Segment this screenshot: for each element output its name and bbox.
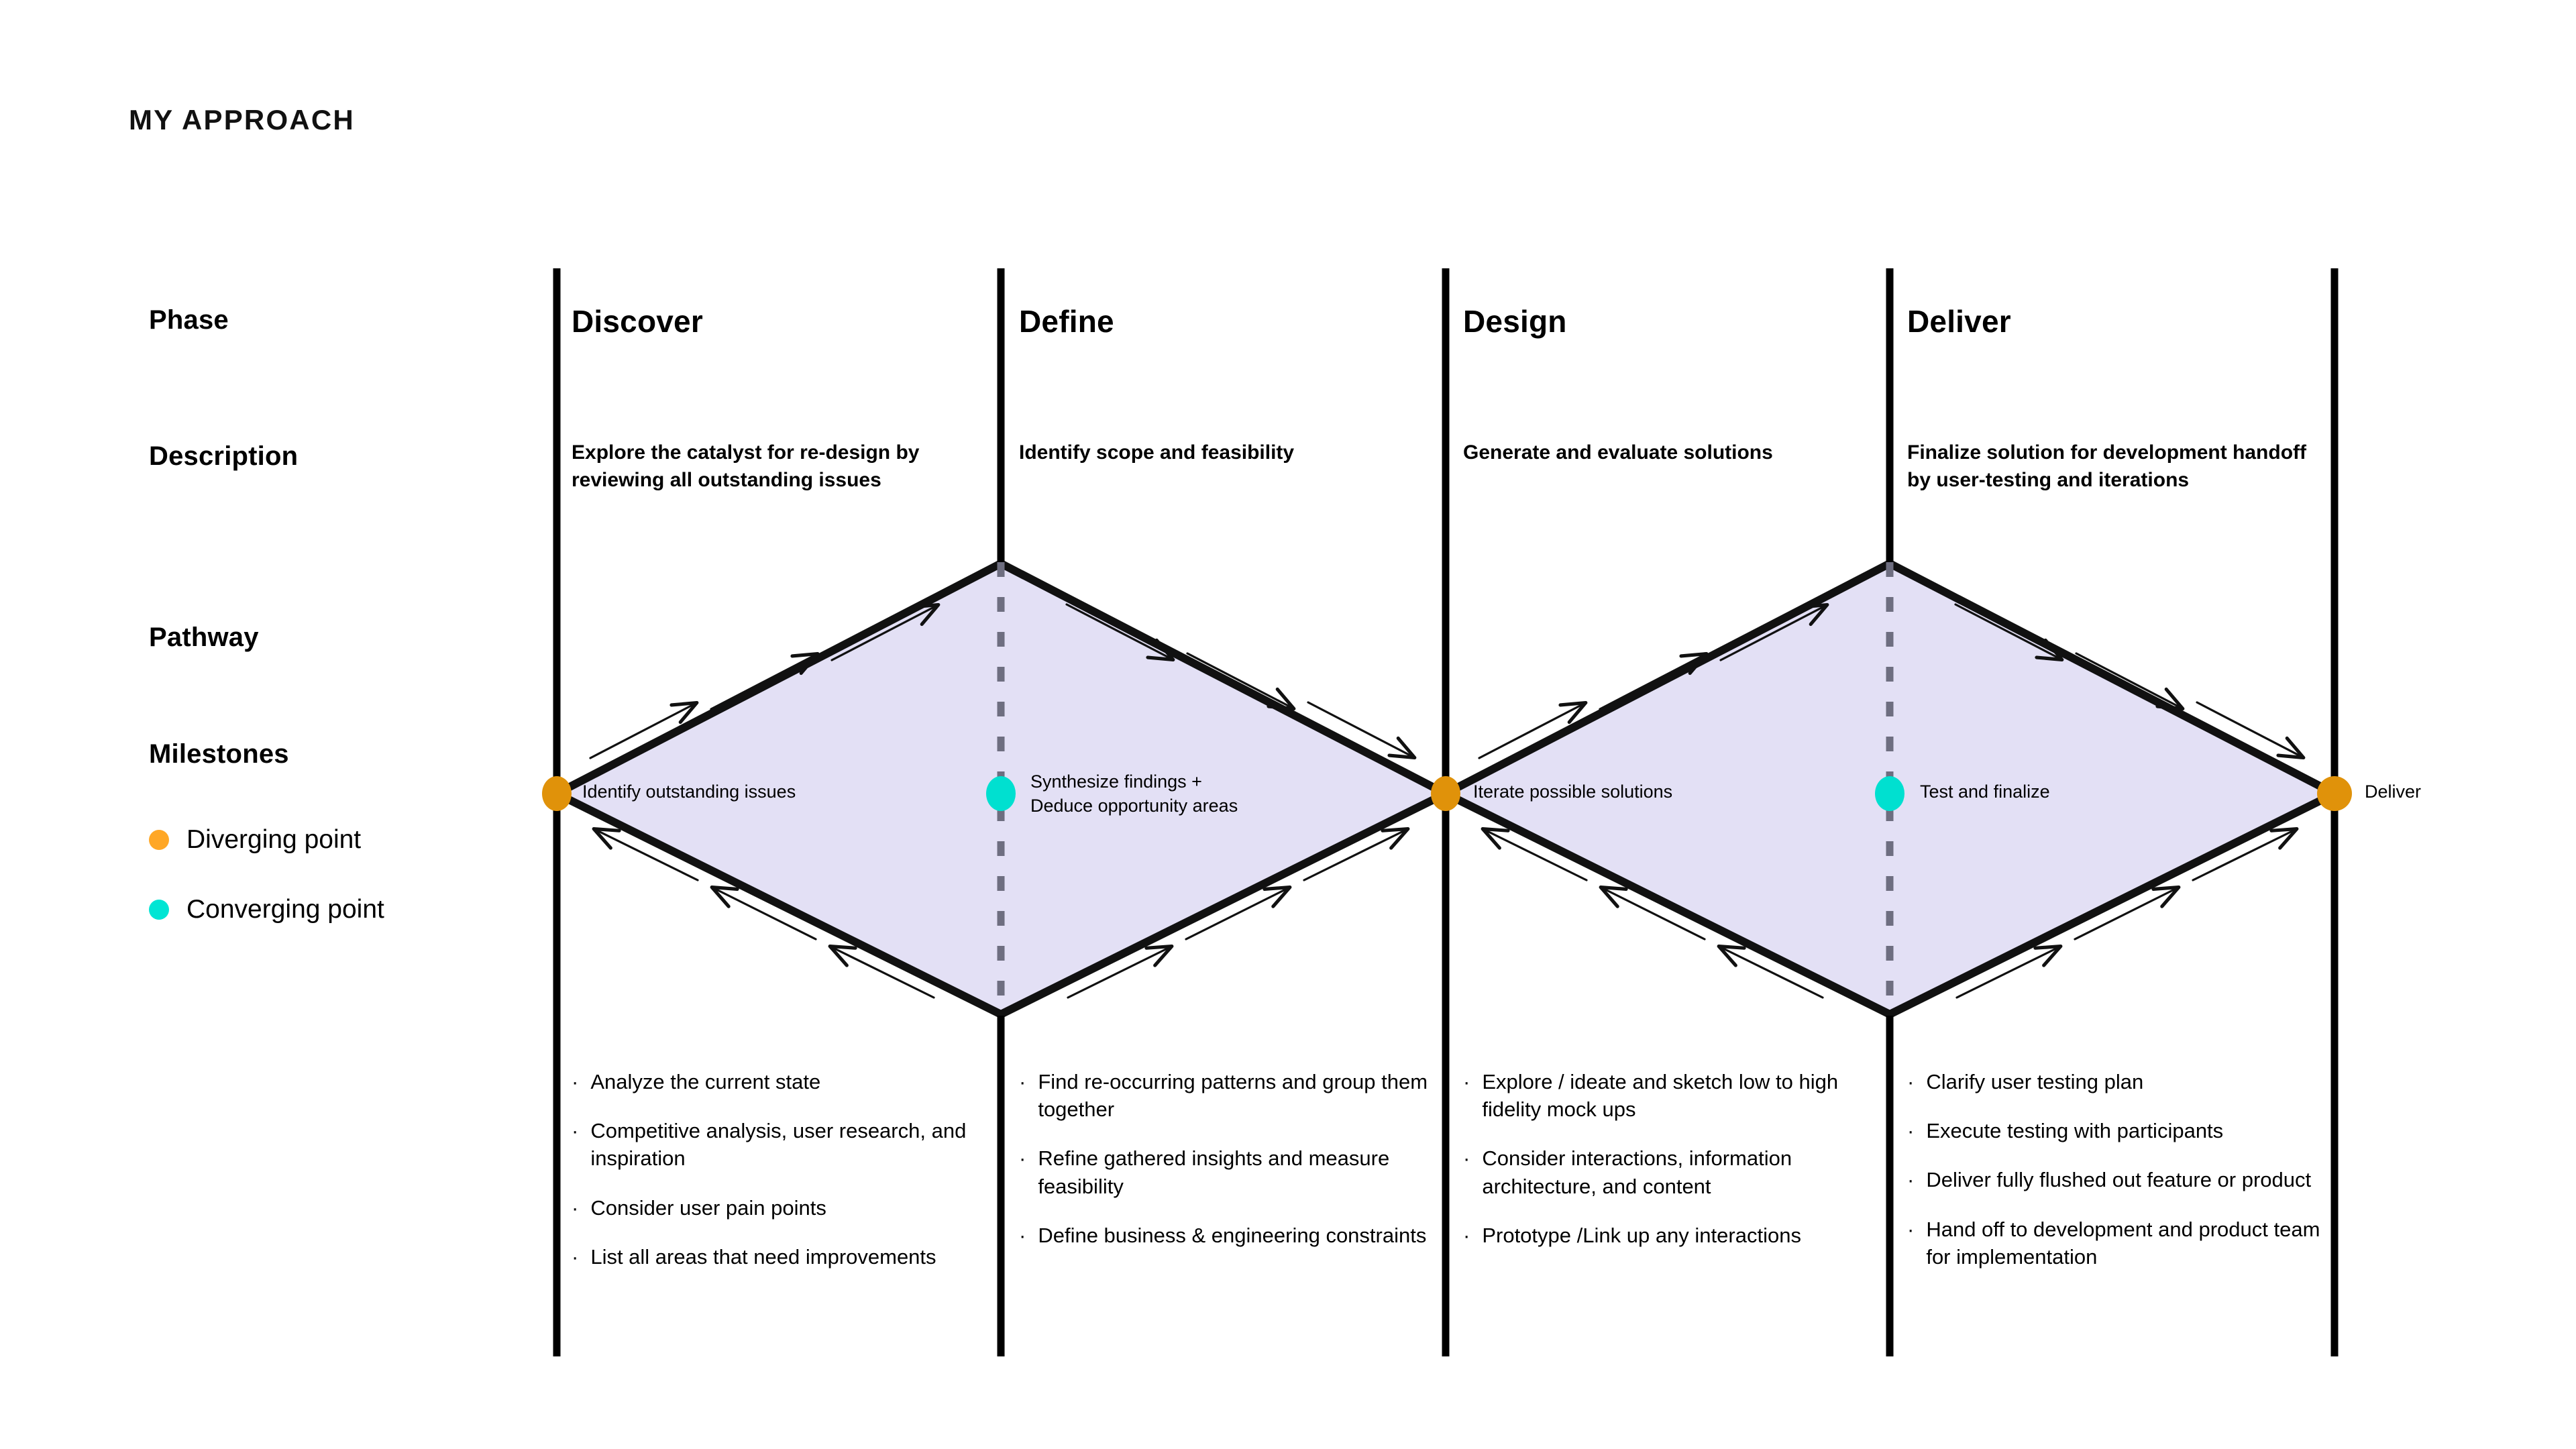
row-label-pathway: Pathway (149, 623, 259, 652)
detail-list-item: · Hand off to development and product tea… (1907, 1216, 2323, 1271)
detail-list-item-text: Competitive analysis, user research, and… (590, 1119, 967, 1171)
detail-list-item: · Deliver fully flushed out feature or pr… (1907, 1166, 2323, 1193)
milestone-label-2: Synthesize findings + Deduce opportunity… (1030, 771, 1238, 816)
detail-list-item: · Explore / ideate and sketch low to high… (1463, 1068, 1879, 1123)
detail-list-item-text: Analyze the current state (590, 1070, 821, 1093)
milestone-label-1: Identify outstanding issues (582, 782, 796, 802)
row-label-phase: Phase (149, 305, 229, 335)
phase-title-discover: Discover (572, 304, 703, 339)
bullet-icon: · (1019, 1223, 1026, 1247)
bullet-icon: · (1907, 1217, 1915, 1241)
page-title: MY APPROACH (129, 104, 355, 136)
bullet-icon: · (572, 1244, 579, 1269)
pathway-arrows-right-lower (1481, 827, 1824, 999)
details-list-define: · Find re-occurring patterns and group th… (1019, 1068, 1435, 1271)
detail-list-item: · Consider interactions, information arch… (1463, 1144, 1879, 1199)
detail-list-item: · Define business & engineering constrain… (1019, 1222, 1435, 1249)
pathway-arrows-right-upper-right (1954, 603, 2306, 760)
milestone-label-4: Test and finalize (1920, 782, 2050, 802)
bullet-icon: · (572, 1195, 579, 1220)
detail-list-item-text: Consider interactions, information archi… (1482, 1146, 1792, 1198)
detail-list-item: · Analyze the current state (572, 1068, 987, 1095)
detail-list-item-text: Clarify user testing plan (1926, 1070, 2144, 1093)
legend-label-converging: Converging point (186, 895, 384, 924)
detail-list-item: · Consider user pain points (572, 1194, 987, 1222)
detail-list-item-text: List all areas that need improvements (590, 1244, 936, 1269)
phase-description-design: Generate and evaluate solutions (1463, 441, 1773, 464)
legend-item-diverging: Diverging point (149, 825, 361, 855)
detail-list-item-text: Deliver fully flushed out feature or pro… (1926, 1168, 2312, 1192)
pathway-arrows-left-lower-right (1067, 827, 1410, 999)
detail-list-item-text: Hand off to development and product team… (1926, 1217, 2320, 1269)
bullet-icon: · (1463, 1146, 1470, 1171)
detail-list-item: · Competitive analysis, user research, an… (572, 1117, 987, 1172)
milestone-node-converging-2 (1875, 776, 1904, 811)
milestone-node-diverging-1 (542, 776, 572, 811)
pathway-arrows-right-lower-right (1955, 827, 2299, 999)
row-label-description: Description (149, 441, 299, 471)
row-label-milestones: Milestones (149, 739, 289, 769)
bullet-icon: · (1907, 1168, 1915, 1192)
detail-list-item-text: Execute testing with participants (1926, 1119, 2224, 1143)
detail-list-item: · Find re-occurring patterns and group th… (1019, 1068, 1435, 1123)
milestone-label-5: Deliver (2365, 782, 2422, 802)
detail-list-item-text: Prototype /Link up any interactions (1482, 1223, 1801, 1247)
detail-list-item: · Prototype /Link up any interactions (1463, 1222, 1879, 1249)
detail-list-item: · List all areas that need improvements (572, 1243, 987, 1271)
phase-description-deliver: Finalize solution for development handof… (1907, 441, 2307, 491)
detail-list-item-text: Define business & engineering constraint… (1038, 1223, 1427, 1247)
bullet-icon: · (572, 1119, 579, 1143)
legend-item-converging: Converging point (149, 895, 384, 924)
pathway-arrows-left-upper (589, 602, 941, 759)
detail-list-item-text: Refine gathered insights and measure fea… (1038, 1146, 1390, 1198)
detail-list-item-text: Find re-occurring patterns and group the… (1038, 1070, 1428, 1122)
phase-title-design: Design (1463, 304, 1567, 339)
cyan-dot-icon (149, 900, 169, 920)
details-list-deliver: · Clarify user testing plan · Execute testi… (1907, 1068, 2323, 1292)
milestone-node-diverging-2 (1431, 776, 1460, 811)
bullet-icon: · (1463, 1223, 1470, 1247)
phase-description-define: Identify scope and feasibility (1019, 441, 1295, 464)
details-list-design: · Explore / ideate and sketch low to high… (1463, 1068, 1879, 1271)
orange-dot-icon (149, 830, 169, 850)
milestone-node-converging-1 (986, 776, 1016, 811)
milestone-label-3: Iterate possible solutions (1473, 782, 1673, 802)
pathway-arrows-left-upper-right (1065, 603, 1417, 760)
phase-description-discover: Explore the catalyst for re-design by re… (572, 441, 920, 491)
phase-title-define: Define (1019, 304, 1114, 339)
bullet-icon: · (1019, 1070, 1026, 1093)
bullet-icon: · (1463, 1070, 1470, 1093)
bullet-icon: · (1907, 1070, 1915, 1093)
bullet-icon: · (572, 1070, 579, 1093)
detail-list-item-text: Consider user pain points (590, 1195, 826, 1220)
detail-list-item: · Execute testing with participants (1907, 1117, 2323, 1144)
phase-title-deliver: Deliver (1907, 304, 2011, 339)
detail-list-item-text: Explore / ideate and sketch low to high … (1482, 1070, 1839, 1122)
details-list-discover: · Analyze the current state · Competitive a… (572, 1068, 987, 1292)
detail-list-item: · Refine gathered insights and measure fe… (1019, 1144, 1435, 1199)
pathway-arrows-right-upper (1478, 602, 1829, 759)
bullet-icon: · (1019, 1146, 1026, 1171)
legend-label-diverging: Diverging point (186, 825, 362, 854)
bullet-icon: · (1907, 1119, 1915, 1143)
detail-list-item: · Clarify user testing plan (1907, 1068, 2323, 1095)
milestone-node-diverging-3 (2317, 776, 2352, 811)
pathway-arrows-left-lower (592, 827, 935, 999)
